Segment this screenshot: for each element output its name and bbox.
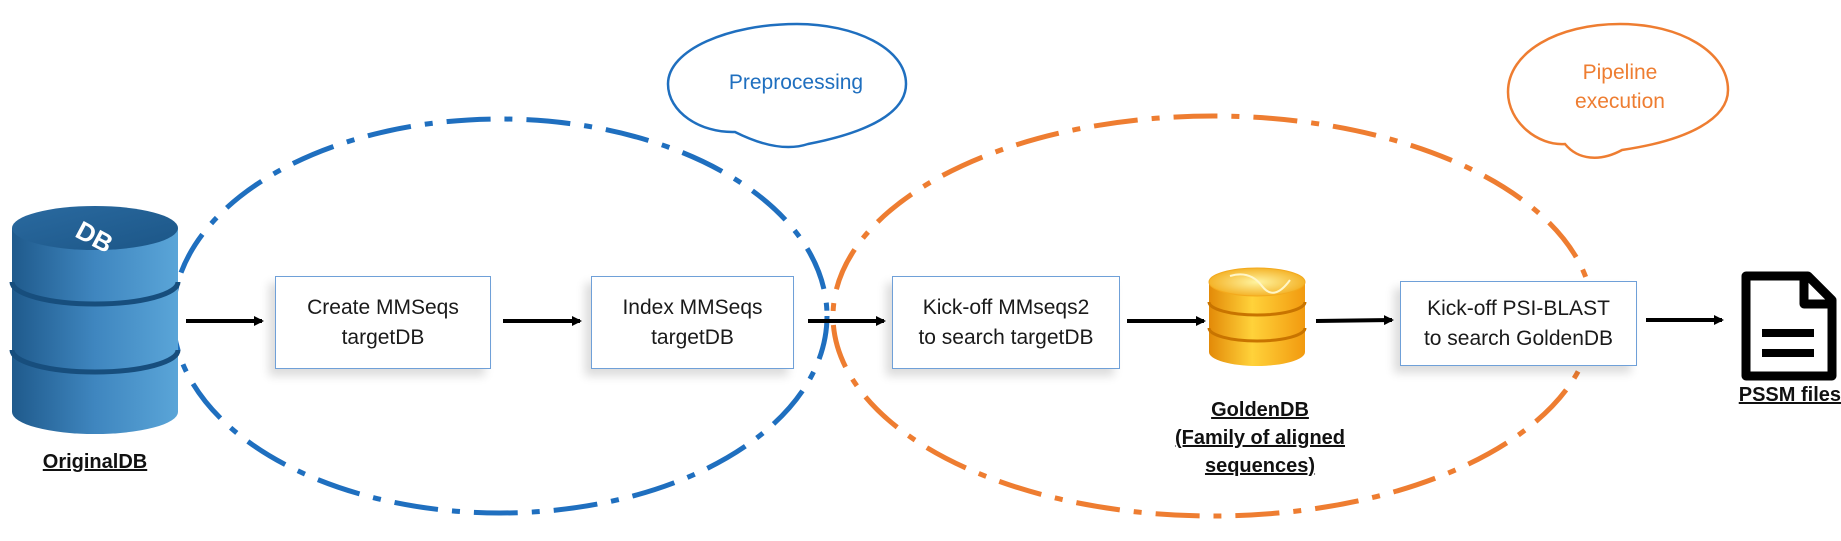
step-kickoff-psiblast-label: Kick-off PSI-BLAST to search GoldenDB <box>1423 296 1614 350</box>
original-db-label: OriginalDB <box>42 451 148 473</box>
pssm-files-label: PSSM files <box>1738 384 1841 406</box>
pipeline-callout-bubble <box>1506 22 1730 159</box>
arrow-goldendb-to-kickoff-psiblast <box>1315 315 1394 326</box>
document-icon <box>1741 271 1837 381</box>
flow-arrows <box>186 315 1724 326</box>
golden-db-label: GoldenDB (Family of aligned sequences) <box>1174 399 1346 477</box>
golden-db-icon <box>1207 267 1307 366</box>
step-kickoff-mmseqs2-label: Kick-off MMseqs2 to search targetDB <box>918 295 1094 349</box>
step-kickoff-mmseqs2: Kick-off MMseqs2 to search targetDB <box>892 276 1120 369</box>
pipeline-callout-label: Pipeline execution <box>1575 61 1665 114</box>
step-index-mmseqs-targetdb: Index MMSeqs targetDB <box>591 276 794 369</box>
original-db-icon: DB <box>9 206 181 434</box>
step-create-mmseqs-targetdb: Create MMSeqs targetDB <box>275 276 491 369</box>
step-index-mmseqs-targetdb-label: Index MMSeqs targetDB <box>622 295 763 349</box>
step-kickoff-psiblast: Kick-off PSI-BLAST to search GoldenDB <box>1400 281 1637 366</box>
preprocessing-callout-bubble <box>666 22 908 149</box>
step-create-mmseqs-targetdb-label: Create MMSeqs targetDB <box>307 295 459 349</box>
preprocessing-callout-label: Preprocessing <box>728 71 864 94</box>
